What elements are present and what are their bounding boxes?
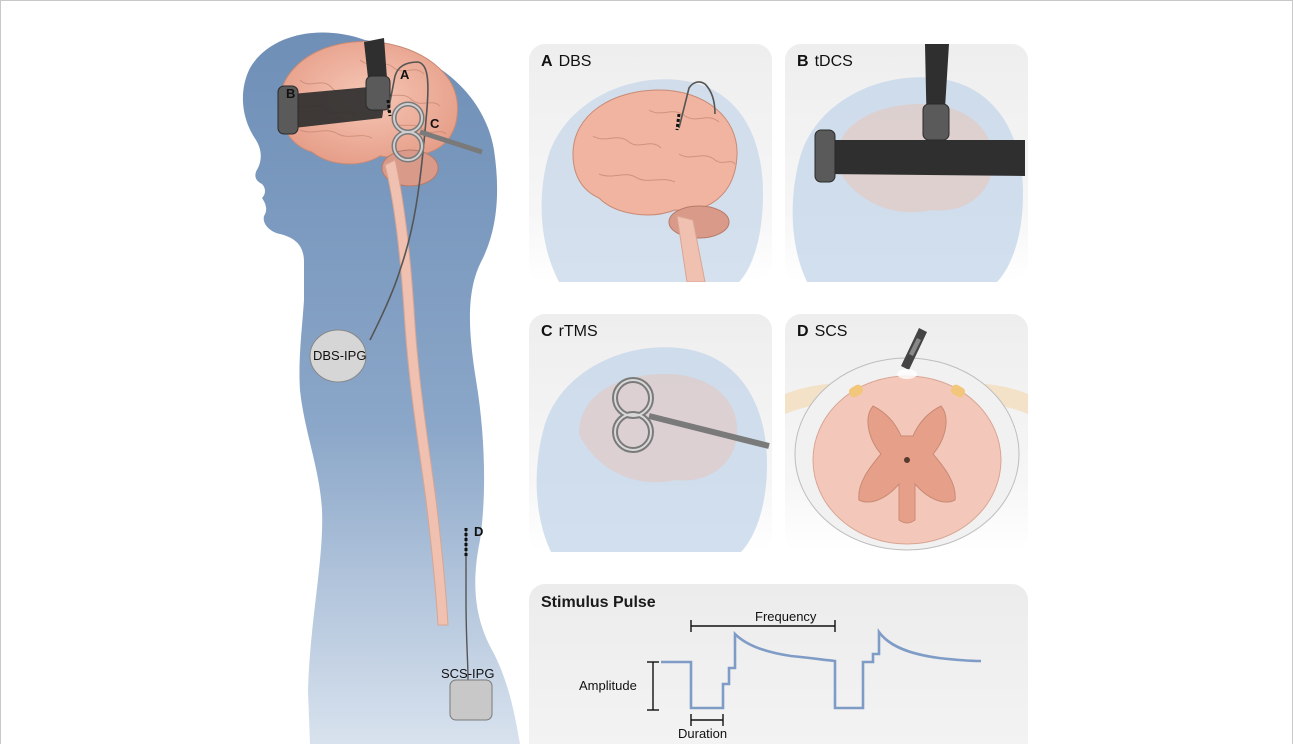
duration-label: Duration — [678, 726, 727, 741]
callout-a: A — [400, 67, 409, 82]
panel-dbs-illustration — [529, 44, 772, 282]
frequency-label: Frequency — [755, 609, 816, 624]
panel-stimulus-pulse: Stimulus Pulse Frequency Amplitude Durat… — [529, 584, 1028, 744]
scs-ipg-label: SCS-IPG — [441, 666, 494, 681]
panel-scs-illustration — [785, 314, 1028, 552]
panel-tdcs-illustration — [785, 44, 1028, 282]
callout-b: B — [286, 86, 295, 101]
dbs-ipg-label: DBS-IPG — [313, 348, 366, 363]
amplitude-label: Amplitude — [579, 678, 637, 693]
tdcs-electrode-top — [366, 76, 390, 110]
pulse-waveform — [529, 584, 1028, 744]
callout-d: D — [474, 524, 483, 539]
body-illustration — [0, 0, 560, 744]
duration-bracket — [691, 714, 723, 726]
scs-ipg-device — [450, 680, 492, 720]
panel-rtms-illustration — [529, 314, 772, 552]
amplitude-bracket — [647, 662, 659, 710]
callout-c: C — [430, 116, 439, 131]
pulse-trace — [661, 632, 981, 708]
